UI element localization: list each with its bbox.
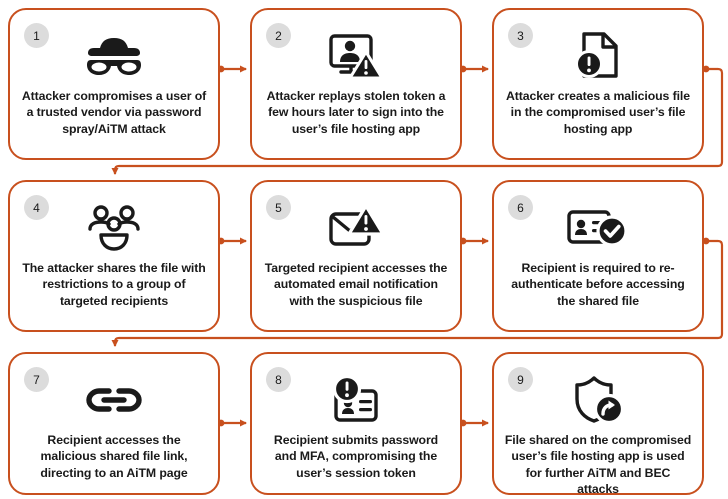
step-number-badge-2: 2 [266,23,291,48]
step-number-badge-8: 8 [266,367,291,392]
id-card-check-icon [494,200,702,256]
step-card-9[interactable]: 9 File shared on the compromised user’s … [492,352,704,495]
shield-share-icon [494,372,702,428]
step-card-1[interactable]: 1 Attacker compromises a user of a trust… [8,8,220,160]
step-card-4[interactable]: 4 The attacker shares the file with rest… [8,180,220,332]
step-number-badge-1: 1 [24,23,49,48]
step-caption-4: The attacker shares the file with restri… [22,261,206,308]
link-chain-icon [10,372,218,428]
user-group-icon [10,200,218,256]
step-caption-2: Attacker replays stolen token a few hour… [266,89,446,136]
file-alert-icon [494,28,702,84]
step-number-badge-7: 7 [24,367,49,392]
step-caption-6: Recipient is required to re-authenticate… [511,261,685,308]
mail-warning-icon [252,200,460,256]
step-caption-5: Targeted recipient accesses the automate… [264,261,448,308]
step-card-5[interactable]: 5 Targeted recipient accesses the automa… [250,180,462,332]
id-card-alert-icon [252,372,460,428]
step-card-8[interactable]: 8 Recipient submits password and MFA, co… [250,352,462,495]
step-card-2[interactable]: 2 Attacker replays stolen token a few ho… [250,8,462,160]
step-number-badge-4: 4 [24,195,49,220]
step-number-badge-3: 3 [508,23,533,48]
step-caption-7: Recipient accesses the malicious shared … [40,433,188,480]
incognito-glasses-icon [10,28,218,84]
step-number-badge-9: 9 [508,367,533,392]
step-card-6[interactable]: 6 Recipient is required to re-authentica… [492,180,704,332]
step-caption-3: Attacker creates a malicious file in the… [506,89,690,136]
step-card-7[interactable]: 7 Recipient accesses the malicious share… [8,352,220,495]
step-caption-9: File shared on the compromised user’s fi… [504,433,692,495]
step-number-badge-5: 5 [266,195,291,220]
user-screen-warning-icon [252,28,460,84]
step-card-3[interactable]: 3 Attacker creates a malicious file in t… [492,8,704,160]
step-number-badge-6: 6 [508,195,533,220]
step-caption-8: Recipient submits password and MFA, comp… [273,433,439,480]
step-caption-1: Attacker compromises a user of a trusted… [21,89,207,136]
